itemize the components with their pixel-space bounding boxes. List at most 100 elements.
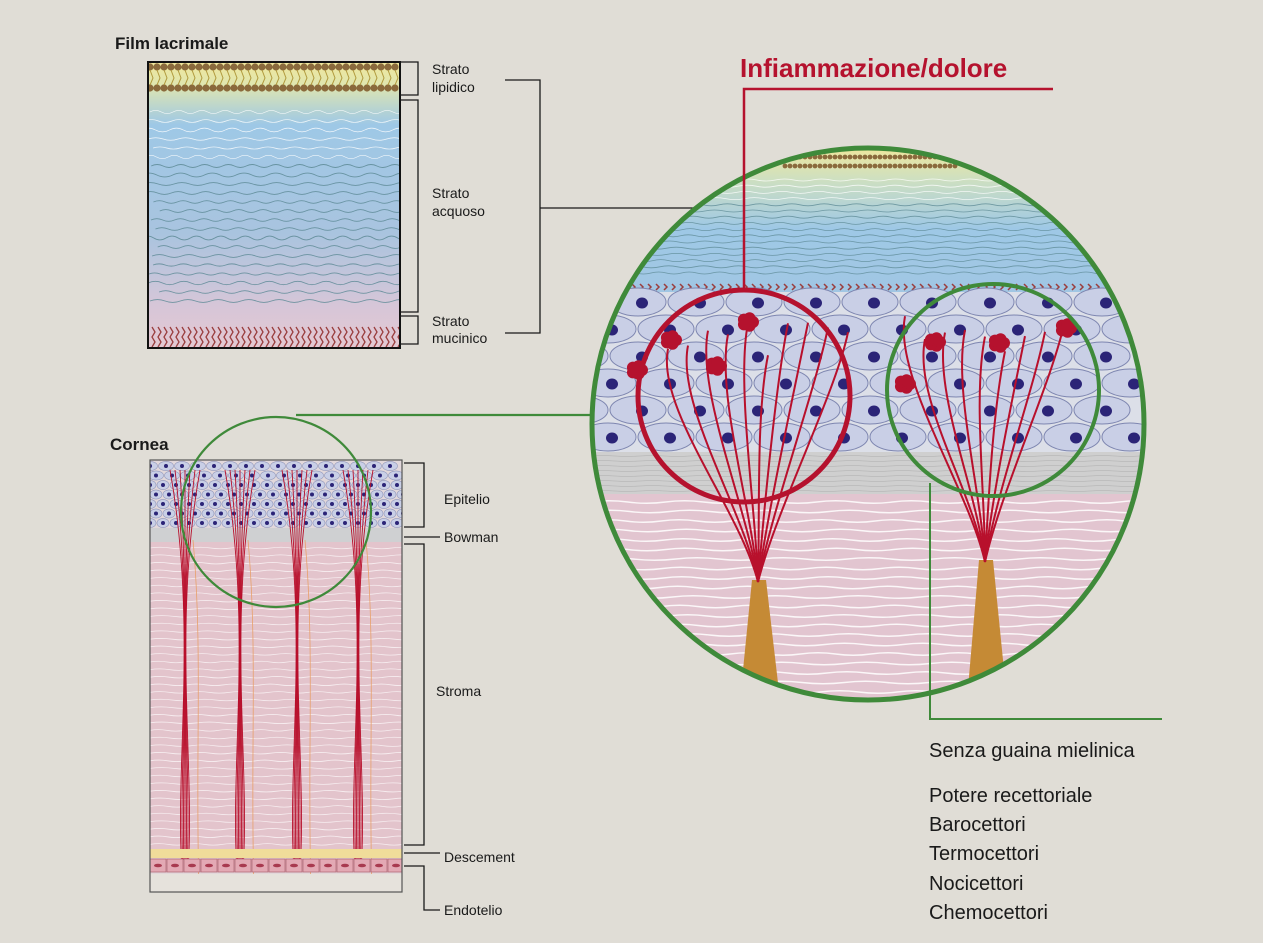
lipid-bead <box>862 154 868 160</box>
cell-nucleus <box>664 432 676 444</box>
cell-nucleus <box>336 492 340 497</box>
mucin-strand <box>271 326 276 348</box>
cell-nucleus <box>314 473 318 478</box>
lipid-bead <box>174 63 182 71</box>
cell-nucleus <box>180 464 184 468</box>
lipid-bead <box>251 84 259 92</box>
cell-nucleus <box>346 473 350 478</box>
stroma-fiber <box>150 812 402 816</box>
cell-nucleus <box>271 511 275 516</box>
cell-nucleus <box>265 521 269 525</box>
mucin-strand <box>349 326 354 348</box>
mucin-strand <box>379 326 384 348</box>
mucin-strand <box>313 326 318 348</box>
property-item: Chemocettori <box>929 902 1048 924</box>
mucin-strand <box>823 283 829 291</box>
cell-nucleus <box>174 521 178 525</box>
cell-nucleus <box>1100 351 1112 363</box>
nerve-fiber <box>240 469 256 861</box>
cell-nucleus <box>161 521 165 525</box>
lipid-bead <box>917 163 923 169</box>
cell-nucleus <box>1070 378 1082 390</box>
mucin-strand <box>847 283 853 291</box>
lipid-bead <box>335 84 343 92</box>
lipid-bead <box>817 154 823 160</box>
cell-nucleus <box>273 863 281 868</box>
mucin-strand <box>1079 283 1085 291</box>
lipid-bead <box>174 84 182 92</box>
cell-nucleus <box>307 863 315 868</box>
stroma-fiber <box>150 820 402 823</box>
mucin-strand <box>373 326 378 348</box>
nerve-fiber <box>665 348 759 583</box>
cell-nucleus <box>752 351 764 363</box>
cell-nucleus <box>780 378 792 390</box>
lipid-bead <box>349 84 357 92</box>
cell-nucleus <box>394 473 398 478</box>
lipid-bead <box>847 154 853 160</box>
inflammation-cell <box>994 333 1007 346</box>
aqueous-wave <box>150 218 400 222</box>
nerve-fiber <box>757 322 809 583</box>
cell-nucleus <box>578 298 590 309</box>
lipid-tail <box>184 69 189 86</box>
mucin-strand <box>719 283 725 291</box>
nerve-fiber <box>902 315 986 563</box>
nerve-fiber <box>757 355 769 583</box>
aqueous-wave <box>592 265 1144 269</box>
lipid-bead <box>842 154 848 160</box>
lipid-bead <box>952 154 958 160</box>
aqueous-wave <box>592 259 1144 262</box>
lipid-bead <box>827 163 833 169</box>
lipid-bead <box>817 163 823 169</box>
cell-nucleus <box>154 492 158 497</box>
mucin-strand <box>943 283 949 291</box>
cell-nucleus <box>304 483 308 487</box>
lipid-bead <box>300 63 308 71</box>
lipid-bead <box>787 163 793 169</box>
lipid-bead <box>384 84 392 92</box>
cell-nucleus <box>290 863 298 868</box>
cell-nucleus <box>200 502 204 506</box>
axon-fiber <box>247 539 255 891</box>
lipid-bead <box>370 63 378 71</box>
lipid-bead <box>902 154 908 160</box>
cell-nucleus <box>358 863 366 868</box>
lipid-tail <box>289 69 294 86</box>
nerve-fiber <box>358 469 369 861</box>
cell-nucleus <box>324 863 332 868</box>
mucin-strand <box>229 326 234 348</box>
lipid-bead <box>391 63 399 71</box>
lipid-bead <box>882 154 888 160</box>
cell-nucleus <box>276 464 280 468</box>
cell-nucleus <box>868 297 880 309</box>
mucin-strand <box>151 326 156 348</box>
epithelial-cell <box>150 499 157 509</box>
lipid-bead <box>827 154 833 160</box>
cell-nucleus <box>213 521 217 525</box>
stroma-fiber <box>150 782 402 785</box>
cell-nucleus <box>984 351 996 363</box>
stroma-fiber <box>150 790 402 793</box>
lipid-tail <box>198 69 203 86</box>
aqueous-wave <box>158 290 400 294</box>
mucin-strand <box>887 283 893 291</box>
axon-fiber <box>192 539 200 891</box>
cell-nucleus <box>392 863 400 868</box>
cell-nucleus <box>606 378 618 390</box>
cell-nucleus <box>265 502 269 506</box>
lipid-bead <box>328 63 336 71</box>
mucin-strand <box>655 283 661 291</box>
nerve-axon-stalk <box>967 560 1007 700</box>
nerve-fiber <box>185 469 201 861</box>
nerve-fiber <box>705 330 759 583</box>
aqueous-wave <box>148 272 400 276</box>
cell-nucleus <box>1128 378 1140 390</box>
lipid-bead <box>782 163 788 169</box>
nerve-fiber <box>922 338 986 563</box>
stroma-fiber <box>592 595 1144 599</box>
cell-nucleus <box>1100 297 1112 309</box>
lipid-bead <box>937 163 943 169</box>
lipid-bead <box>160 84 168 92</box>
